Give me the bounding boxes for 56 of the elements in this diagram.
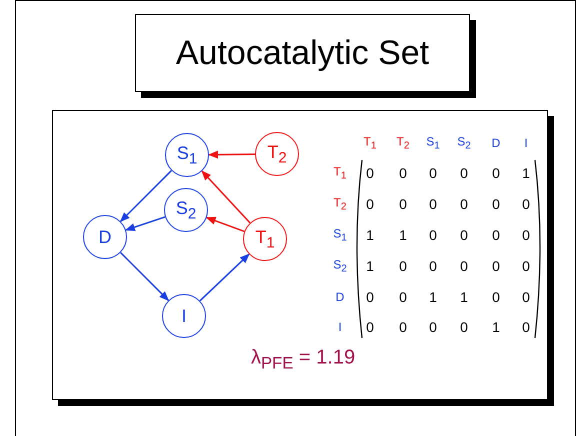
matrix-entry: 0 bbox=[366, 289, 374, 305]
matrix-entry: 0 bbox=[492, 289, 500, 305]
matrix-entry: 0 bbox=[492, 165, 500, 181]
matrix-entry: 0 bbox=[399, 319, 407, 335]
row-header: S$_{1}$ bbox=[333, 226, 347, 244]
column-header: T$_{2}$ bbox=[396, 134, 410, 152]
matrix-entry: 0 bbox=[366, 196, 374, 212]
matrix-entry: 0 bbox=[460, 258, 468, 274]
matrix-entry: 0 bbox=[429, 227, 437, 243]
matrix-entry: 0 bbox=[399, 258, 407, 274]
matrix-entry: 1 bbox=[460, 289, 468, 305]
arrow bbox=[201, 170, 251, 224]
arrow bbox=[206, 216, 245, 232]
matrix-entry: 0 bbox=[522, 258, 530, 274]
arrow bbox=[120, 170, 172, 222]
matrix-entry: 1 bbox=[366, 227, 374, 243]
matrix-entry: 0 bbox=[399, 289, 407, 305]
column-header: D bbox=[492, 136, 500, 150]
matrix-entry: 0 bbox=[460, 196, 468, 212]
arrow bbox=[208, 150, 255, 159]
column-header: S$_{2}$ bbox=[457, 134, 471, 152]
matrix-entry: 0 bbox=[522, 227, 530, 243]
matrix-entry: 0 bbox=[460, 165, 468, 181]
column-header: S$_{1}$ bbox=[426, 134, 440, 152]
matrix-entry: 0 bbox=[429, 319, 437, 335]
row-header: D bbox=[336, 290, 344, 304]
matrix-entry: 0 bbox=[429, 165, 437, 181]
row-header: S$_{2}$ bbox=[333, 257, 347, 275]
eigenvalue-label: λ$_{PFE}$ = 1.19 bbox=[250, 346, 356, 374]
matrix-entry: 1 bbox=[492, 319, 500, 335]
matrix-entry: 1 bbox=[366, 258, 374, 274]
matrix-entry: 0 bbox=[460, 319, 468, 335]
matrix-entry: 0 bbox=[366, 319, 374, 335]
row-header: T$_{1}$ bbox=[334, 164, 346, 182]
matrix-entry: 0 bbox=[522, 319, 530, 335]
matrix-entry: 0 bbox=[399, 196, 407, 212]
matrix-entry: 0 bbox=[399, 165, 407, 181]
arrow bbox=[124, 216, 166, 231]
matrix-entry: 0 bbox=[492, 258, 500, 274]
matrix-entry: 1 bbox=[399, 227, 407, 243]
matrix-entry: 0 bbox=[522, 196, 530, 212]
matrix-entry: 0 bbox=[460, 227, 468, 243]
row-header: T$_{2}$ bbox=[334, 195, 346, 213]
column-header: T$_{1}$ bbox=[364, 134, 376, 152]
arrow bbox=[120, 252, 170, 302]
matrix-entry: 0 bbox=[492, 196, 500, 212]
matrix-entry: 1 bbox=[429, 289, 437, 305]
row-header: I bbox=[338, 320, 342, 334]
matrix-entry: 0 bbox=[522, 289, 530, 305]
matrix-entry: 0 bbox=[366, 165, 374, 181]
matrix-entry: 0 bbox=[429, 196, 437, 212]
column-header: I bbox=[524, 136, 528, 150]
arrow bbox=[199, 253, 250, 302]
matrix-entry: 1 bbox=[522, 165, 530, 181]
matrix-entry: 0 bbox=[492, 227, 500, 243]
matrix-entry: 0 bbox=[429, 258, 437, 274]
